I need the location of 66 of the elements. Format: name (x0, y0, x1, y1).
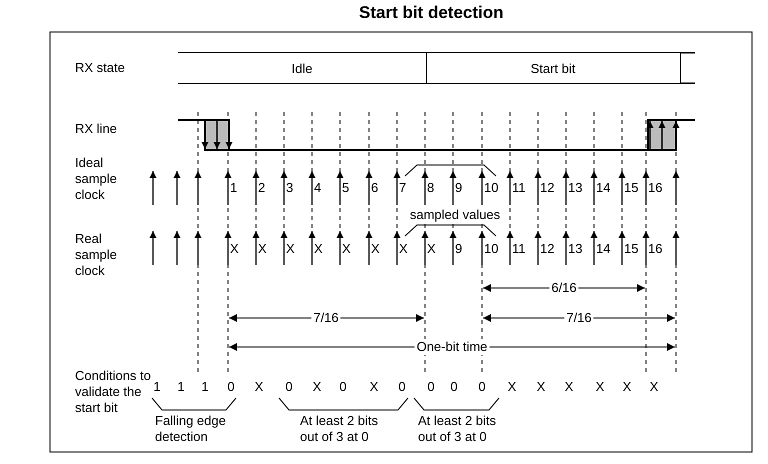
bracket-label: sampled values (408, 207, 502, 223)
sample-value: X (342, 241, 351, 257)
condition-value: 0 (427, 379, 435, 395)
condition-value: 0 (285, 379, 293, 395)
condition-value: X (596, 379, 604, 395)
condition-value: X (370, 379, 378, 395)
sample-value: 9 (455, 241, 462, 257)
sample-number: 14 (596, 180, 610, 196)
condition-value: 1 (153, 379, 161, 395)
condition-value: 0 (450, 379, 458, 395)
diagram-title: Start bit detection (359, 3, 504, 23)
sample-value: X (286, 241, 295, 257)
sample-number: 11 (512, 180, 526, 196)
sample-value: 13 (568, 241, 582, 257)
sample-number: 4 (314, 180, 322, 196)
sample-number: 10 (484, 180, 498, 196)
bracket-label: Falling edge detection (155, 413, 227, 445)
sample-number: 9 (455, 180, 462, 196)
state-band (178, 52, 427, 84)
condition-value: 1 (177, 379, 185, 395)
condition-value: X (536, 379, 546, 395)
condition-value: 1 (201, 379, 209, 395)
state-label: Idle (292, 60, 312, 76)
sample-value: X (314, 241, 323, 257)
sample-number: 3 (286, 180, 294, 196)
row-label: Ideal sample clock (75, 155, 118, 203)
bracket-label: At least 2 bits out of 3 at 0 (418, 413, 498, 445)
sample-value: 10 (484, 241, 498, 257)
sample-value: X (258, 241, 267, 257)
sample-value: X (371, 241, 380, 257)
condition-value: X (254, 379, 264, 395)
sample-number: 7 (399, 180, 406, 196)
row-label: RX state (75, 60, 125, 76)
row-label: Conditions to validate the start bit (75, 368, 151, 416)
condition-value: X (564, 379, 574, 395)
sample-number: 6 (371, 180, 378, 196)
sample-number: 15 (624, 180, 638, 196)
sample-value: X (230, 241, 239, 257)
condition-value: X (650, 379, 658, 395)
sample-number: 1 (230, 180, 238, 196)
sample-value: 16 (648, 241, 662, 257)
state-label: Start bit (530, 60, 576, 76)
dimension-label: One-bit time (414, 339, 490, 355)
condition-value: X (508, 379, 516, 395)
sample-number: 8 (427, 180, 434, 196)
row-label: RX line (75, 121, 117, 137)
condition-value: 0 (339, 379, 347, 395)
state-band (426, 52, 681, 84)
sample-value: 15 (624, 241, 638, 257)
sample-value: 12 (540, 241, 554, 257)
condition-value: 0 (478, 379, 486, 395)
sample-value: 14 (596, 241, 610, 257)
sample-value: 11 (512, 241, 526, 257)
sample-number: 5 (342, 180, 350, 196)
row-label: Real sample clock (75, 231, 118, 279)
condition-value: 0 (227, 379, 235, 395)
condition-value: 0 (398, 379, 406, 395)
sample-number: 13 (568, 180, 582, 196)
sample-number: 16 (648, 180, 662, 196)
sample-number: 2 (258, 180, 266, 196)
bracket-label: At least 2 bits out of 3 at 0 (300, 413, 380, 445)
sample-number: 12 (540, 180, 554, 196)
sample-value: X (427, 241, 436, 257)
sample-value: X (399, 241, 408, 257)
condition-value: X (622, 379, 632, 395)
condition-value: X (312, 379, 322, 395)
